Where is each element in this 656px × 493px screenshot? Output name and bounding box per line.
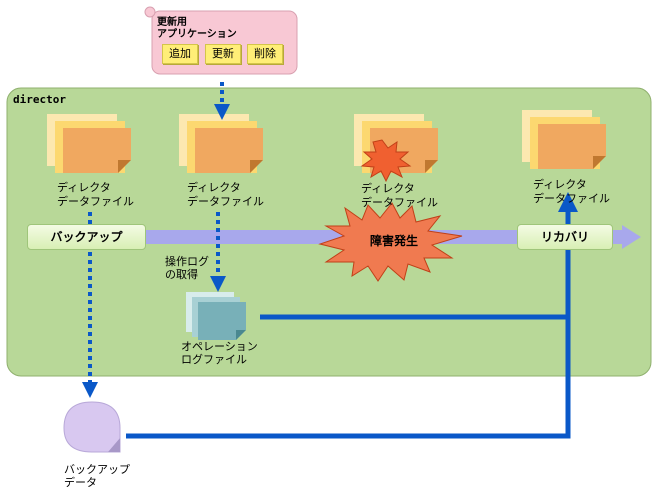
operation-log-file-icon <box>186 292 246 340</box>
backup-stage: バックアップ <box>27 224 146 250</box>
failure-burst-icon <box>318 202 463 282</box>
failure-label: 障害発生 <box>370 234 419 248</box>
oplog-file-label-line2: ログファイル <box>181 353 247 366</box>
delete-button[interactable]: 削除 <box>247 44 283 64</box>
damage-burst-icon <box>360 139 412 183</box>
director-datafile-2-icon <box>179 114 263 173</box>
add-button[interactable]: 追加 <box>162 44 198 64</box>
app-title: 更新用 アプリケーション <box>157 17 237 40</box>
datafile-2-label-line1: ディレクタ <box>187 181 241 194</box>
director-datafile-4-icon <box>522 110 606 169</box>
recovery-stage: リカバリ <box>517 224 613 250</box>
update-button[interactable]: 更新 <box>205 44 241 64</box>
datafile-4-label-line1: ディレクタ <box>533 178 587 191</box>
datafile-1-label-line1: ディレクタ <box>57 181 111 194</box>
backup-data-icon <box>63 401 121 453</box>
oplog-file-label-line1: オペレーション <box>181 340 258 353</box>
oplog-capture-label-line2: の取得 <box>165 268 198 281</box>
datafile-2-label-line2: データファイル <box>187 195 264 208</box>
oplog-capture-label-line1: 操作ログ <box>165 255 209 268</box>
director-label: director <box>13 93 66 106</box>
backup-data-label-line1: バックアップ <box>64 463 130 476</box>
backup-to-recovery-line <box>126 246 571 439</box>
datafile-4-label-line2: データファイル <box>533 192 610 205</box>
director-datafile-1-icon <box>47 114 131 173</box>
backup-data-label-line2: データ <box>64 476 97 489</box>
datafile-1-label-line2: データファイル <box>57 195 134 208</box>
datafile-3-label-line2: データファイル <box>361 196 438 209</box>
datafile-3-label-line1: ディレクタ <box>361 182 415 195</box>
